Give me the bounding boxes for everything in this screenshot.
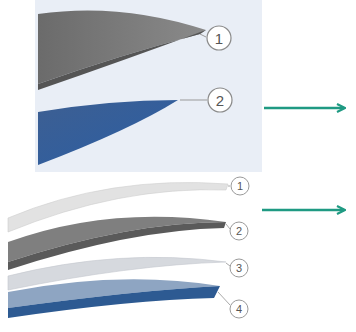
callout-number: 2 — [216, 93, 224, 108]
grey-sheet-edge — [38, 30, 206, 90]
callout-circle — [230, 222, 248, 240]
callout-number: 1 — [215, 31, 223, 46]
leader-line — [218, 292, 230, 305]
flow-arrow — [262, 209, 344, 212]
callout-number: 1 — [237, 181, 243, 192]
callout-circle — [230, 300, 248, 318]
leader-line — [200, 34, 206, 37]
panel-background — [35, 0, 262, 172]
leader-line — [180, 100, 207, 101]
leader-line — [226, 263, 230, 266]
callout-circle — [231, 177, 249, 195]
callout-number: 3 — [236, 263, 242, 274]
callout-number: 2 — [236, 226, 242, 237]
layer-4-edge — [8, 286, 220, 318]
leader-line — [226, 224, 230, 229]
callout-circle — [207, 26, 231, 50]
grey-sheet — [38, 10, 206, 84]
blue-sheet — [38, 100, 178, 165]
leader-line — [228, 186, 230, 187]
flow-arrow — [264, 107, 344, 110]
callout-number: 4 — [236, 304, 242, 315]
callout-circle — [230, 259, 248, 277]
callout-circle — [208, 88, 232, 112]
